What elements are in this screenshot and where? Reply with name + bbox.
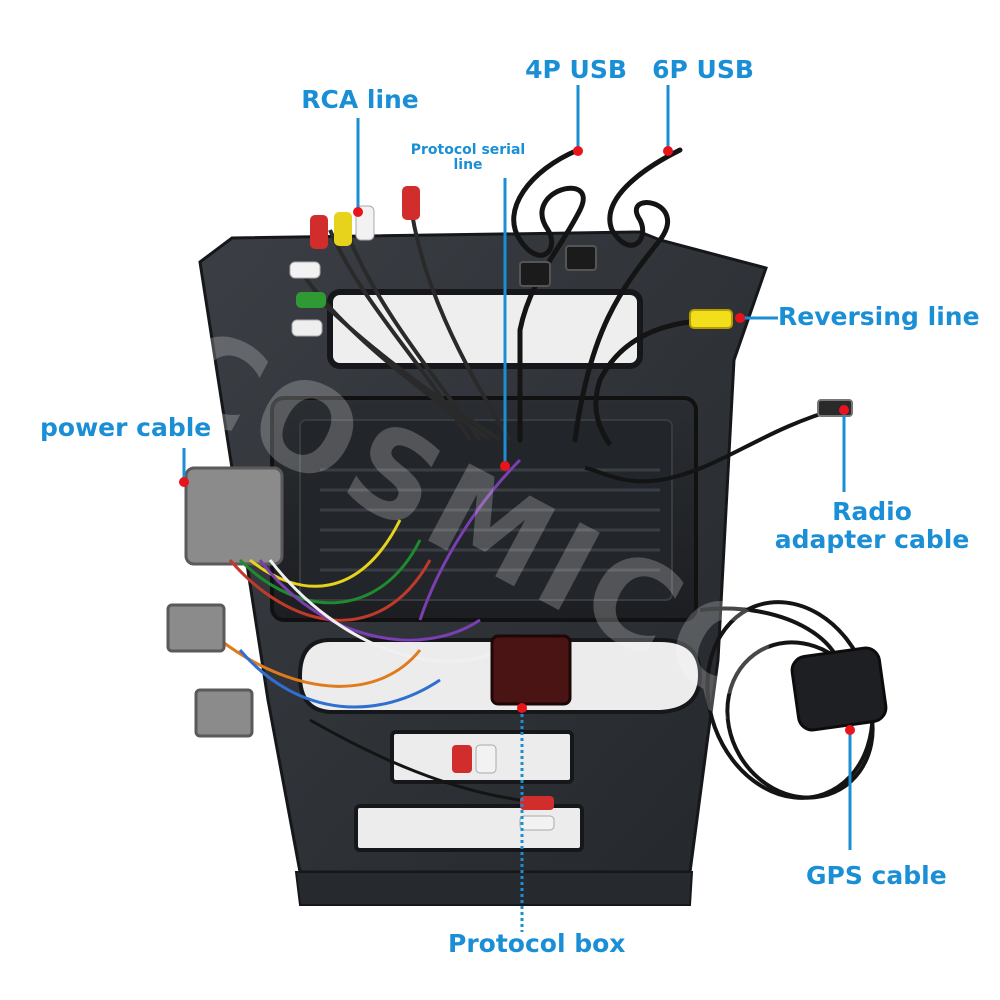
protocol-box-body (490, 634, 572, 706)
label-rca-line: RCA line (301, 85, 419, 114)
label-radio-adapter-line-2: adapter cable (774, 524, 970, 554)
pointer-dots (179, 146, 855, 735)
usb-cables (511, 147, 683, 443)
label-reversing-line: Reversing line (778, 302, 980, 331)
label-6p-usb: 6P USB (652, 55, 754, 84)
label-protocol-serial-line-2: line (453, 157, 483, 174)
label-radio-adapter-cable: Radio adapter cable (772, 498, 972, 553)
reversing-cable (593, 317, 721, 447)
label-protocol-serial-line-1: Protocol serial (410, 142, 526, 158)
label-power-cable: power cable (40, 413, 212, 442)
upper-slot (327, 289, 643, 369)
heat-fins (320, 468, 660, 572)
gps-antenna (790, 646, 888, 732)
usb-connector-4p (519, 261, 551, 287)
label-radio-adapter-line-1: Radio (832, 497, 912, 526)
dash-panel-lip (294, 871, 694, 906)
lower-rca-plugs (452, 744, 555, 831)
label-4p-usb: 4P USB (525, 55, 627, 84)
radio-adapter-cable (584, 406, 841, 484)
label-protocol-serial-line: Protocol serial line (400, 142, 536, 174)
power-harness-wires (219, 458, 522, 802)
label-gps-cable: GPS cable (806, 861, 947, 890)
side-connector-2 (194, 688, 254, 738)
reversing-connector (689, 309, 733, 329)
usb-connector-6p (565, 245, 597, 271)
pointer-lines (182, 85, 852, 932)
side-connector-1 (166, 603, 226, 653)
label-protocol-box: Protocol box (448, 929, 626, 958)
